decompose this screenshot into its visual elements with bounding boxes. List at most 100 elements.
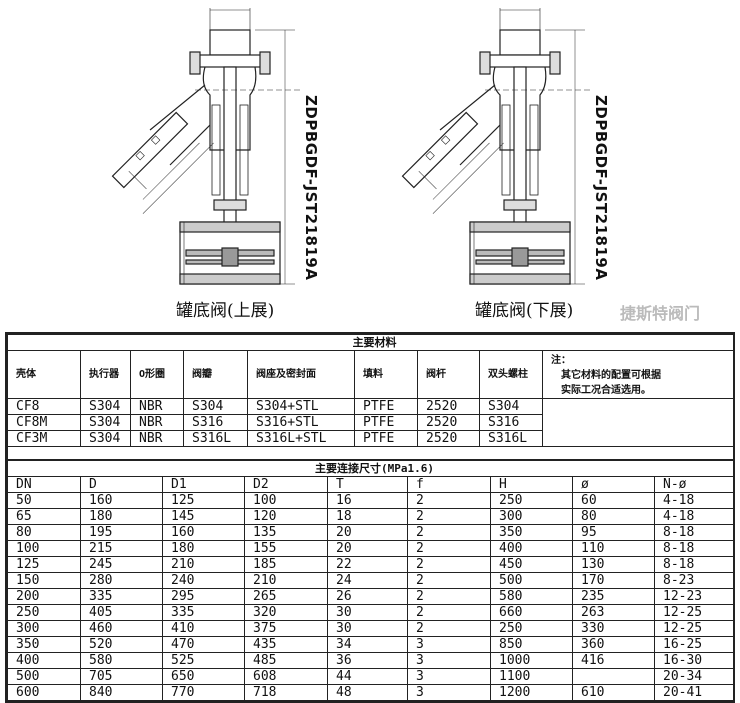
dimensions-cell: 100 [7, 540, 81, 557]
dimensions-cell: 16-30 [653, 652, 735, 669]
dimensions-cell: 500 [490, 572, 573, 589]
dimensions-cell: 48 [327, 684, 408, 701]
dimensions-cell: 610 [572, 684, 655, 701]
dimensions-cell: 2 [407, 556, 491, 573]
materials-cell: S304 [80, 430, 131, 447]
materials-cell: S316L [183, 430, 248, 447]
dimensions-header-cell: D1 [162, 476, 245, 493]
dimensions-cell: 12-25 [653, 620, 735, 637]
dimensions-cell: 300 [7, 620, 81, 637]
dimensions-cell: 350 [7, 636, 81, 653]
dimensions-cell: 705 [80, 668, 163, 685]
dimensions-cell: 100 [244, 492, 328, 509]
dimensions-cell: 80 [7, 524, 81, 541]
dimensions-cell: 2 [407, 604, 491, 621]
materials-title: 主要材料 [6, 334, 735, 351]
dimensions-cell: 770 [162, 684, 245, 701]
dimensions-cell: 435 [244, 636, 328, 653]
materials-cell: NBR [130, 398, 184, 415]
materials-cell: S316 [479, 414, 543, 431]
dimensions-cell: 30 [327, 604, 408, 621]
materials-cell: CF8M [7, 414, 81, 431]
dimensions-cell: 580 [80, 652, 163, 669]
dimensions-cell: 210 [244, 572, 328, 589]
dimensions-cell: 3 [407, 652, 491, 669]
materials-header-cell: 双头螺柱 [479, 350, 543, 399]
materials-note: 注：其它材料的配置可根据实际工况合适选用。 [541, 350, 735, 399]
dimensions-cell: 130 [572, 556, 655, 573]
materials-cell: S316 [183, 414, 248, 431]
dimensions-cell: 600 [7, 684, 81, 701]
materials-cell: S304 [183, 398, 248, 415]
dimensions-cell: 460 [80, 620, 163, 637]
dimensions-cell: 2 [407, 508, 491, 525]
dimensions-cell: 20 [327, 524, 408, 541]
materials-header-cell: 填料 [354, 350, 418, 399]
dimensions-cell: 60 [572, 492, 655, 509]
materials-cell: S304 [80, 398, 131, 415]
watermark: 捷斯特阀门 [620, 304, 701, 323]
dimensions-cell: 580 [490, 588, 573, 605]
dimensions-cell: 335 [162, 604, 245, 621]
dimensions-cell: 525 [162, 652, 245, 669]
valve-drawings [108, 7, 591, 285]
dimensions-cell [572, 668, 655, 685]
dimensions-cell: 2 [407, 620, 491, 637]
dimensions-cell: 50 [7, 492, 81, 509]
dimensions-cell: 2 [407, 524, 491, 541]
materials-cell: 2520 [417, 398, 480, 415]
dimensions-cell: 195 [80, 524, 163, 541]
dimensions-cell: 185 [244, 556, 328, 573]
valve-drawing-bottom [398, 7, 591, 285]
dimensions-cell: 110 [572, 540, 655, 557]
materials-cell: 2520 [417, 430, 480, 447]
dimensions-cell: 3 [407, 636, 491, 653]
note-line: 其它材料的配置可根据 [561, 370, 661, 381]
dimensions-header-cell: DN [7, 476, 81, 493]
materials-cell: S316L+STL [247, 430, 355, 447]
dimensions-cell: 180 [80, 508, 163, 525]
dimensions-title: 主要连接尺寸(MPa1.6) [6, 460, 735, 477]
dimensions-cell: 26 [327, 588, 408, 605]
dimensions-cell: 1000 [490, 652, 573, 669]
dimensions-cell: 30 [327, 620, 408, 637]
dimensions-cell: 155 [244, 540, 328, 557]
dimensions-cell: 120 [244, 508, 328, 525]
dimensions-cell: 235 [572, 588, 655, 605]
dimensions-cell: 215 [80, 540, 163, 557]
dimensions-cell: 1100 [490, 668, 573, 685]
dimensions-cell: 80 [572, 508, 655, 525]
dimensions-header-cell: D2 [244, 476, 328, 493]
dimensions-cell: 250 [490, 492, 573, 509]
dimensions-cell: 840 [80, 684, 163, 701]
dimensions-cell: 335 [80, 588, 163, 605]
model-number: ZDPBGDF-JST21819A [302, 95, 320, 281]
dimensions-cell: 3 [407, 684, 491, 701]
dimensions-cell: 12-25 [653, 604, 735, 621]
dimensions-cell: 263 [572, 604, 655, 621]
dimensions-cell: 265 [244, 588, 328, 605]
dimensions-cell: 145 [162, 508, 245, 525]
dimensions-header-cell: H [490, 476, 573, 493]
dimensions-cell: 360 [572, 636, 655, 653]
materials-cell: S316+STL [247, 414, 355, 431]
dimensions-cell: 300 [490, 508, 573, 525]
dimensions-cell: 12-23 [653, 588, 735, 605]
dimensions-cell: 295 [162, 588, 245, 605]
dimensions-cell: 520 [80, 636, 163, 653]
materials-cell: PTFE [354, 430, 418, 447]
dimensions-cell: 250 [7, 604, 81, 621]
dimensions-cell: 240 [162, 572, 245, 589]
materials-cell: S304 [479, 398, 543, 415]
dimensions-cell: 135 [244, 524, 328, 541]
